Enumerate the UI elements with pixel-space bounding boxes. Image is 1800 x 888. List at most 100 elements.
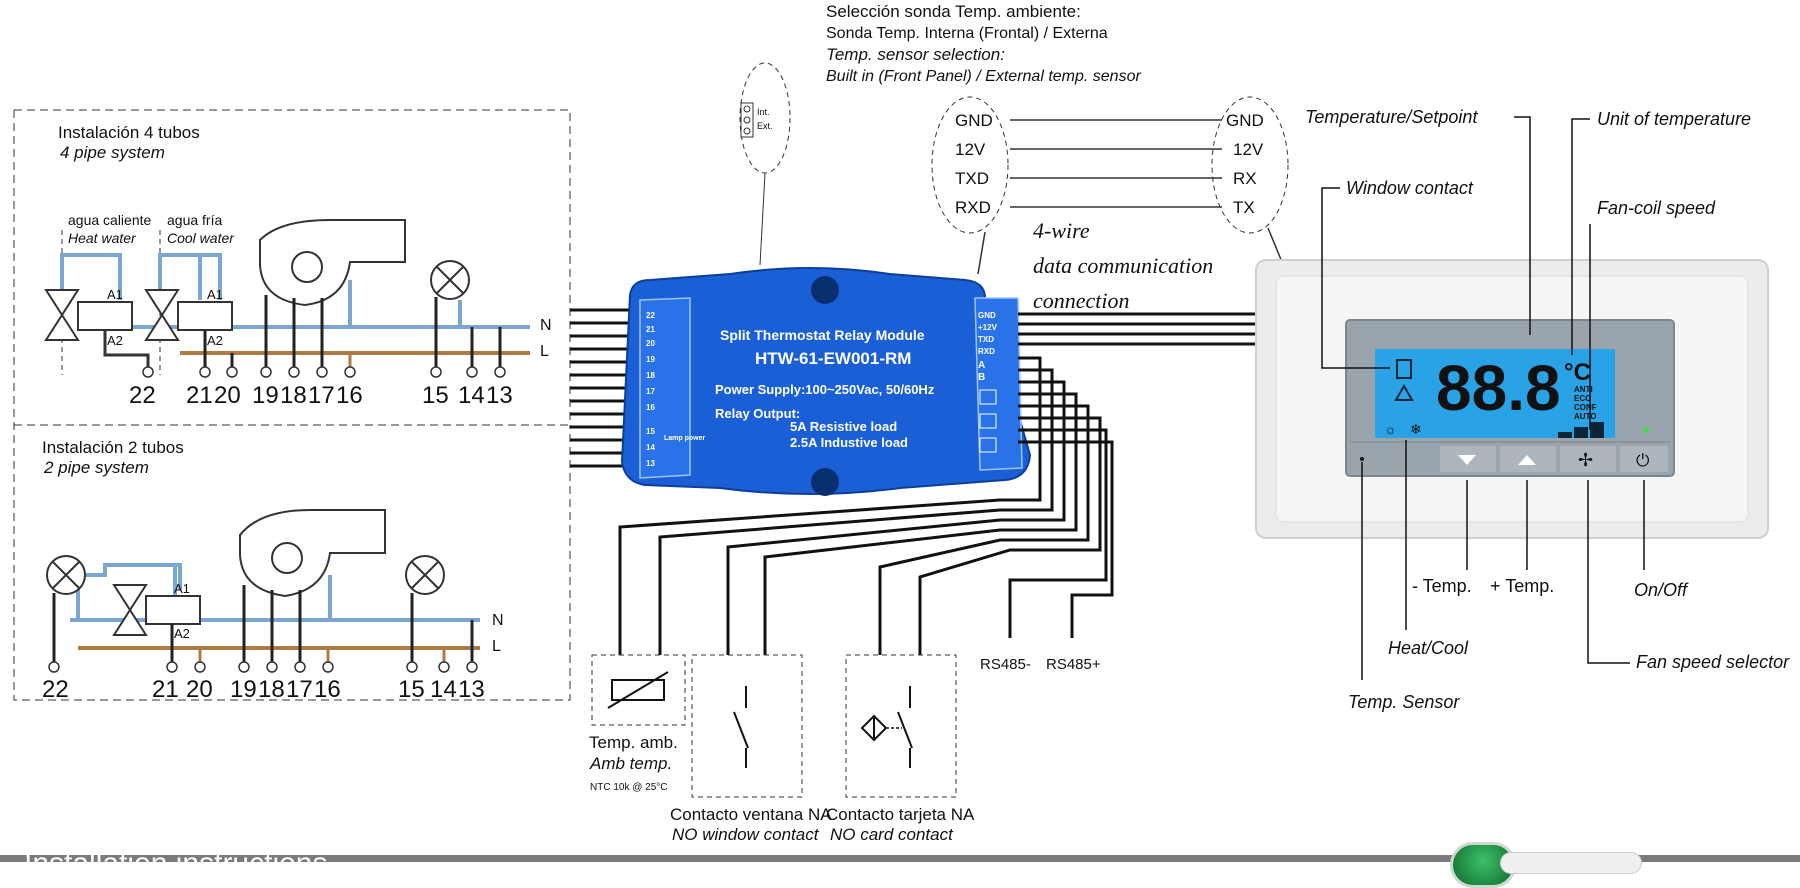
- four-pipe-term-13: 13: [486, 382, 513, 409]
- callout-plus-temp: + Temp.: [1490, 576, 1554, 596]
- window-icon: [1396, 359, 1412, 379]
- status-led-icon: [1643, 427, 1649, 433]
- comm-left-gnd: GND: [955, 111, 993, 130]
- down-arrow-icon: [1458, 455, 1476, 465]
- two-pipe-term-22: 22: [42, 676, 69, 703]
- four-pipe-term-15: 15: [422, 382, 449, 409]
- lcd-mode-auto: AUTO: [1574, 412, 1597, 421]
- four-pipe-valve1-a1: A1: [107, 287, 123, 302]
- comm-wiring: GND 12V TXD RXD GND 12V RX TX 4-wire dat…: [931, 96, 1289, 346]
- module-relay-inductive: 2.5A Industive load: [790, 435, 908, 450]
- module-left-num-20: 20: [646, 339, 655, 348]
- heat-water-en: Heat water: [68, 230, 137, 246]
- two-pipe-neutral: N: [492, 612, 504, 629]
- up-arrow-icon: [1518, 455, 1536, 465]
- module-left-num-21: 21: [646, 325, 655, 334]
- module-right-b: B: [978, 372, 985, 383]
- comm-left-rxd: RXD: [955, 198, 991, 217]
- module-right-12v: +12V: [978, 323, 998, 332]
- four-pipe-valve1-a2: A2: [107, 333, 123, 348]
- lcd-mode-anti: ANTI: [1574, 385, 1593, 394]
- comm-left-12v: 12V: [955, 140, 986, 159]
- module-left-num-14: 14: [646, 443, 655, 452]
- module-right-a: A: [978, 360, 985, 371]
- two-pipe-title-es: Instalación 2 tubos: [42, 438, 184, 457]
- callout-fan-speed-selector: Fan speed selector: [1636, 652, 1790, 672]
- callout-unit-of-temperature: Unit of temperature: [1597, 109, 1751, 129]
- callout-temperature-setpoint: Temperature/Setpoint: [1305, 107, 1478, 127]
- four-pipe-title-es: Instalación 4 tubos: [58, 123, 200, 142]
- four-pipe-term-14: 14: [458, 382, 485, 409]
- module-left-num-16: 16: [646, 403, 655, 412]
- two-pipe-term-17: 17: [286, 676, 313, 703]
- callout-heat-cool: Heat/Cool: [1388, 638, 1469, 658]
- relay-module: Split Thermostat Relay Module HTW-61-EW0…: [620, 267, 1032, 496]
- down-button[interactable]: [1440, 446, 1496, 472]
- power-icon: ⏻: [1636, 451, 1650, 470]
- thermostat-callouts: Temperature/Setpoint Unit of temperature…: [1305, 107, 1790, 712]
- callout-on-off: On/Off: [1634, 580, 1689, 600]
- up-button[interactable]: [1500, 446, 1556, 472]
- ambient-sensor: Temp. amb. Amb temp. NTC 10k @ 25°C: [589, 654, 686, 793]
- module-right-txd: TXD: [978, 335, 994, 344]
- module-left-num-15: 15: [646, 427, 655, 436]
- module-left-num-18: 18: [646, 371, 655, 380]
- four-pipe-term-20: 20: [214, 382, 241, 409]
- card-contact-en: NO card contact: [830, 825, 954, 844]
- module-left-num-17: 17: [646, 387, 655, 396]
- power-button[interactable]: ⏻: [1620, 446, 1668, 472]
- card-contact-switch: Contacto tarjeta NA NO card contact: [826, 654, 975, 844]
- module-right-rxd: RXD: [978, 347, 995, 356]
- module-lamp-power: Lamp power: [664, 435, 706, 442]
- callout-window-contact: Window contact: [1346, 178, 1474, 198]
- two-pipe-valve-a2: A2: [174, 626, 190, 641]
- four-pipe-term-17: 17: [308, 382, 335, 409]
- module-relay-title: Relay Output:: [715, 406, 800, 421]
- temp-sensor-hole-icon: [1360, 457, 1364, 461]
- lcd-digits: 88.8: [1436, 352, 1561, 424]
- rs485-plus-label: RS485+: [1046, 656, 1101, 673]
- footer-title: Installation instructions: [24, 849, 328, 862]
- two-pipe-term-20: 20: [186, 676, 213, 703]
- module-relay-resistive: 5A Resistive load: [790, 419, 897, 434]
- temp-amb-es: Temp. amb.: [589, 733, 678, 752]
- cool-water-es: agua fría: [167, 212, 222, 228]
- two-pipe-term-16: 16: [314, 676, 341, 703]
- comm-caption-3: connection: [1033, 288, 1130, 313]
- two-pipe-section: Instalación 2 tubos 2 pipe system A1 A2: [42, 438, 504, 703]
- window-contact-switch: Contacto ventana NA NO window contact: [670, 654, 832, 844]
- two-pipe-term-13: 13: [458, 676, 485, 703]
- card-contact-es: Contacto tarjeta NA: [826, 805, 975, 824]
- jumper-int-label: Int.: [757, 107, 770, 117]
- callout-temp-sensor: Temp. Sensor: [1348, 692, 1460, 712]
- four-pipe-term-18: 18: [280, 382, 307, 409]
- four-pipe-term-16: 16: [336, 382, 363, 409]
- jumper-ext-label: Ext.: [757, 121, 773, 131]
- lcd-mode-eco: ECO: [1574, 394, 1591, 403]
- four-pipe-title-en: 4 pipe system: [60, 143, 165, 162]
- fan-button[interactable]: ✢: [1560, 446, 1616, 472]
- cool-water-en: Cool water: [167, 230, 235, 246]
- comm-right-tx: TX: [1233, 198, 1255, 217]
- two-pipe-term-18: 18: [258, 676, 285, 703]
- module-power: Power Supply:100~250Vac, 50/60Hz: [715, 382, 935, 397]
- four-pipe-valve2-a2: A2: [207, 333, 223, 348]
- rs485-minus-label: RS485-: [980, 656, 1031, 673]
- module-left-num-19: 19: [646, 355, 655, 364]
- sensor-selection-title-es: Selección sonda Temp. ambiente:: [826, 2, 1081, 21]
- two-pipe-title-en: 2 pipe system: [43, 458, 149, 477]
- comm-right-12v: 12V: [1233, 140, 1264, 159]
- bottom-wires: [618, 356, 1114, 655]
- callout-minus-temp: - Temp.: [1412, 576, 1472, 596]
- fan-icon: ✢: [1578, 450, 1593, 470]
- comm-caption-2: data communication: [1033, 253, 1213, 278]
- window-contact-en: NO window contact: [672, 825, 820, 844]
- lcd-mode-conf: CONF: [1574, 403, 1597, 412]
- two-pipe-term-15: 15: [398, 676, 425, 703]
- four-pipe-term-22: 22: [129, 382, 156, 409]
- comm-caption-1: 4-wire: [1033, 218, 1090, 243]
- two-pipe-term-19: 19: [230, 676, 257, 703]
- thermostat-panel: 88.8 °C ANTI ECO CONF AUTO ☼ ❄ ✢ ⏻: [1255, 259, 1769, 539]
- heat-water-es: agua caliente: [68, 212, 152, 228]
- footer-bar: [0, 855, 1800, 862]
